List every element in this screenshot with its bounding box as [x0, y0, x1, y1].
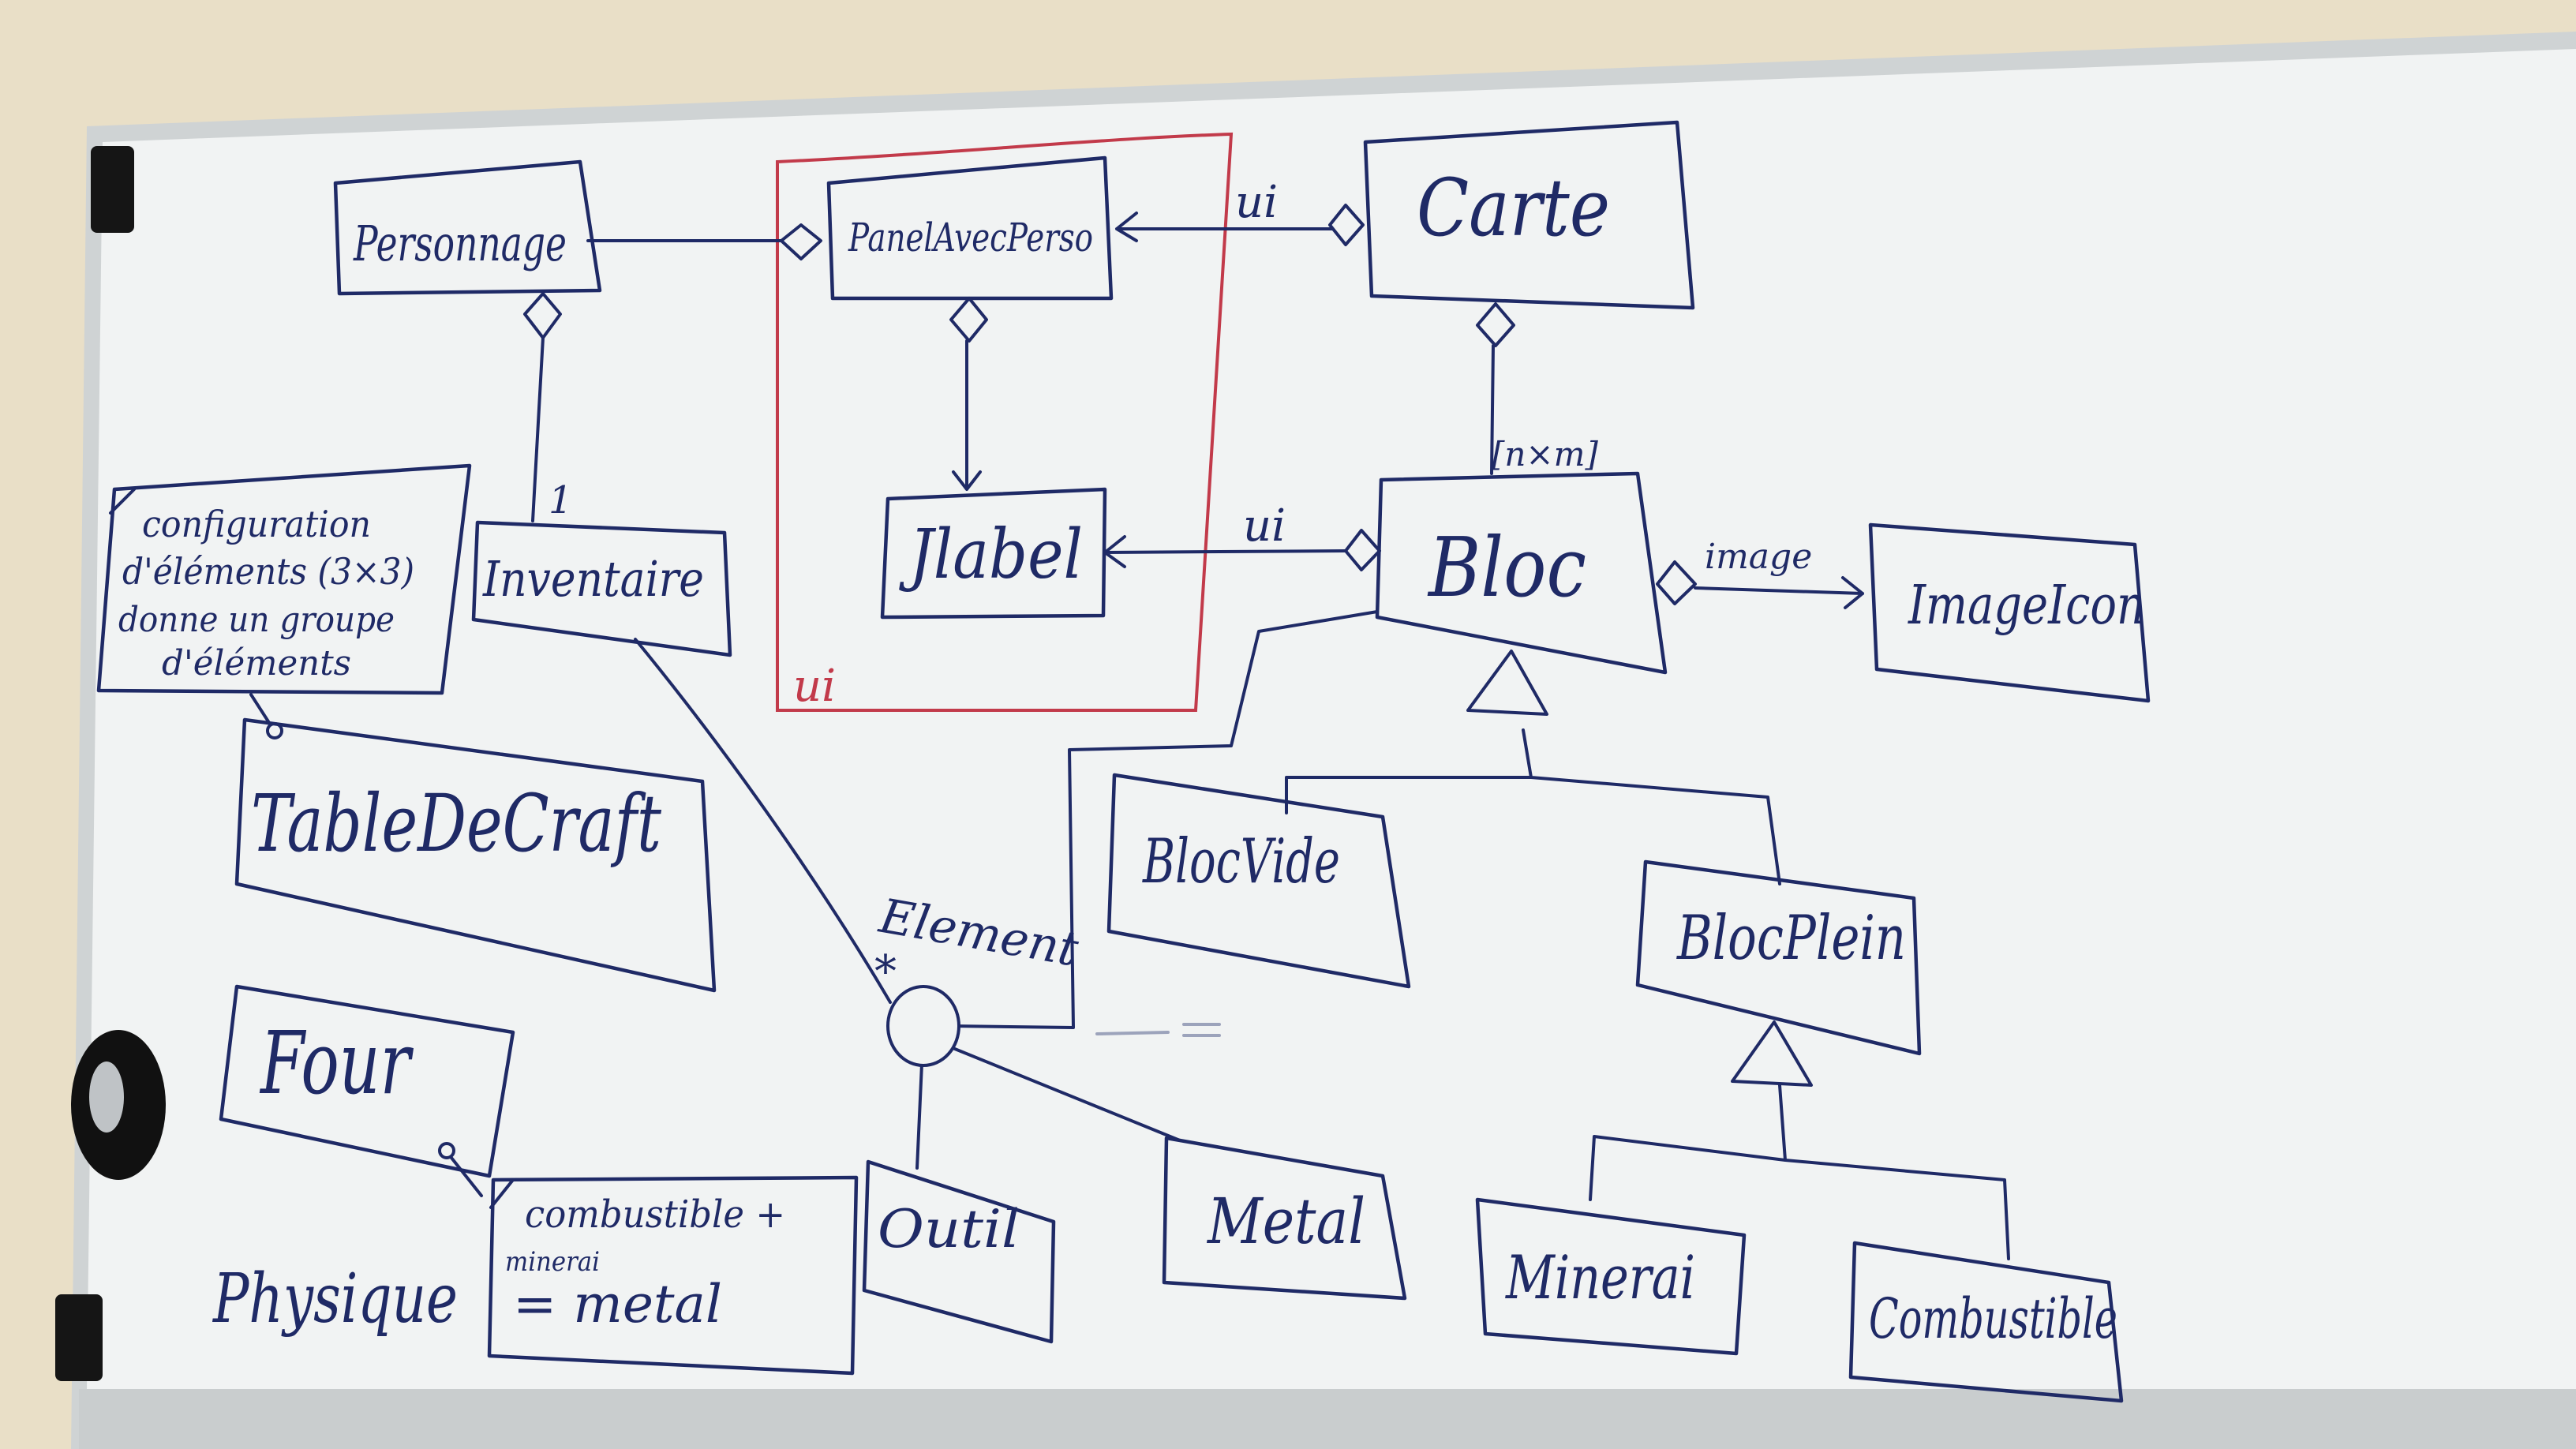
line-personnage-inventaire [531, 336, 545, 522]
note-four-line1: combustible + [525, 1193, 785, 1237]
label-multiplicity-nm: [n×m] [1492, 435, 1598, 474]
board-bottom-tray [79, 1389, 2576, 1449]
class-tablecraft-label: TableDeCraft [251, 777, 662, 870]
class-boxes: Personnage PanelAvecPerso Carte Jlabel B… [219, 120, 2151, 1403]
class-imageicon: ImageIcon [1868, 522, 2151, 703]
class-outil: Outil [862, 1159, 1056, 1344]
class-inventaire-label: Inventaire [482, 550, 704, 608]
label-multiplicity-1: 1 [549, 478, 573, 522]
aggregation-diamond-carte [1328, 204, 1365, 246]
class-personnage-label: Personnage [353, 215, 567, 272]
line-element-outil [915, 1062, 923, 1170]
line-carte-panel [1115, 212, 1343, 242]
class-combustible: Combustible [1848, 1241, 2124, 1403]
label-ui-carte-panel: ui [1235, 177, 1278, 228]
class-panel: PanelAvecPerso [826, 155, 1114, 301]
class-four: Four [219, 984, 515, 1178]
generalization-triangle-blocplein [1731, 1020, 1813, 1087]
line-bloc-imageicon [1694, 576, 1864, 609]
class-bloc: Bloc [1375, 471, 1668, 675]
class-personnage: Personnage [333, 159, 602, 296]
line-carte-bloc [1490, 344, 1495, 475]
class-metal: Metal [1162, 1136, 1407, 1301]
aggregation-diamond-panel-bottom [949, 297, 988, 343]
note-four: combustible + minerai = metal [487, 1175, 859, 1376]
class-panel-label: PanelAvecPerso [848, 215, 1093, 260]
label-ui-bloc-jlabel: ui [1243, 500, 1286, 552]
generalization-triangle-bloc [1466, 650, 1548, 716]
label-image: image [1705, 537, 1812, 577]
class-outil-label: Outil [878, 1199, 1020, 1260]
line-element-metal [945, 1044, 1181, 1142]
note-configuration: configuration d'éléments (3×3) donne un … [96, 463, 472, 695]
class-inventaire: Inventaire [471, 520, 732, 657]
class-carte: Carte [1363, 120, 1695, 310]
line-panel-jlabel [952, 339, 982, 491]
relationship-markers [266, 204, 1813, 1159]
aggregation-diamond-panel [780, 223, 822, 260]
class-minerai-label: Minerai [1504, 1242, 1695, 1312]
label-physique: Physique [212, 1260, 458, 1339]
class-blocplein-label: BlocPlein [1676, 903, 1906, 974]
class-four-label: Four [260, 1013, 414, 1114]
class-metal-label: Metal [1206, 1185, 1365, 1258]
class-imageicon-label: ImageIcon [1907, 575, 2145, 637]
line-inventaire-element [634, 638, 892, 1004]
element-node [886, 985, 960, 1067]
class-jlabel-label: Jlabel [899, 515, 1083, 594]
ui-group-label: ui [793, 661, 836, 712]
board-clip-bottom [55, 1294, 103, 1381]
line-blocplein-generalization [1589, 1084, 2010, 1260]
aggregation-diamond-carte-bottom [1476, 302, 1515, 347]
note-anchor-four [438, 1142, 455, 1159]
ui-group-frame [776, 132, 1234, 712]
magnet-handle [71, 1030, 166, 1180]
note-config-line1: configuration [142, 503, 371, 545]
line-four-note [447, 1152, 483, 1197]
class-minerai: Minerai [1475, 1197, 1747, 1356]
class-carte-label: Carte [1417, 162, 1610, 254]
board-clip-top [91, 146, 134, 233]
associations [249, 212, 2010, 1260]
aggregation-diamond-bloc-right [1656, 560, 1697, 605]
line-element-bloc [949, 610, 1379, 1029]
class-tablecraft: TableDeCraft [234, 717, 717, 993]
class-combustible-label: Combustible [1869, 1286, 2117, 1351]
class-blocvide-label: BlocVide [1142, 826, 1340, 897]
multiplicity-star: * [874, 946, 897, 998]
note-four-line2: minerai [505, 1246, 600, 1278]
note-config-line2: d'éléments (3×3) [122, 550, 414, 593]
note-config-line3: donne un groupe [118, 600, 395, 640]
line-bloc-generalization [1285, 728, 1781, 886]
note-config-line4: d'éléments [162, 643, 351, 683]
class-blocvide: BlocVide [1106, 773, 1411, 989]
aggregation-diamond-personnage [523, 292, 562, 339]
faint-dashes [1095, 1023, 1221, 1037]
class-bloc-label: Bloc [1427, 519, 1586, 616]
note-four-line3: = metal [513, 1274, 722, 1335]
class-blocplein: BlocPlein [1635, 859, 1922, 1056]
class-jlabel: Jlabel [880, 487, 1107, 620]
whiteboard-surface [87, 49, 2576, 1449]
